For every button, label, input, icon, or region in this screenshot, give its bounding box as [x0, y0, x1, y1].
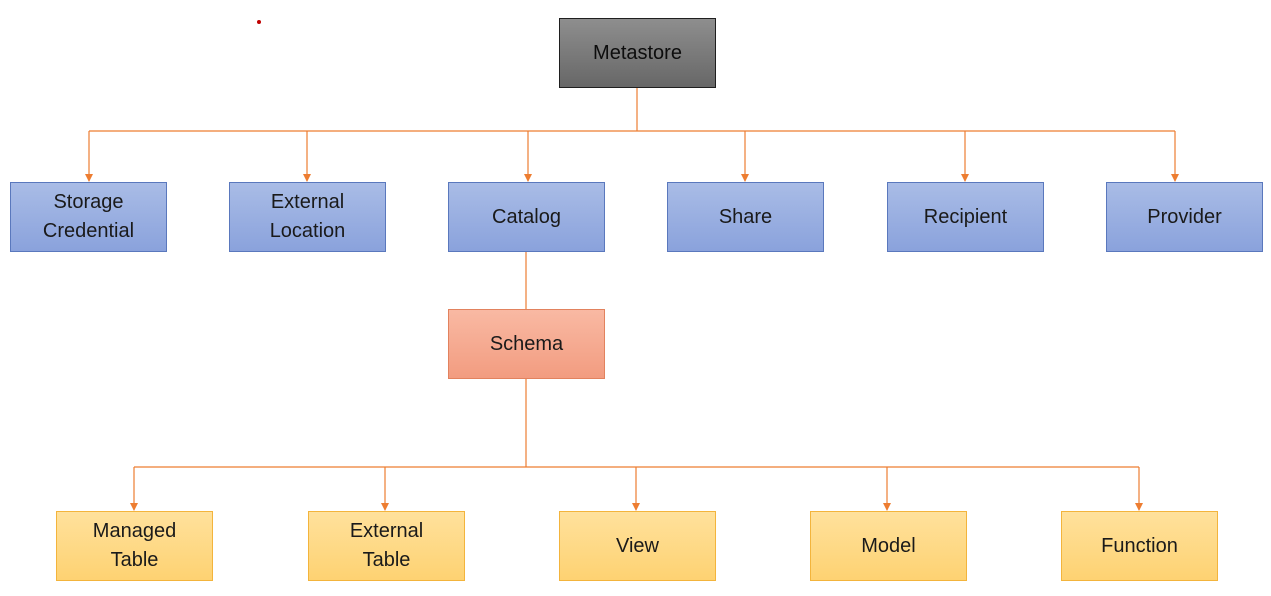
red-dot-mark — [257, 20, 261, 24]
node-managed-table: Managed Table — [56, 511, 213, 581]
node-metastore: Metastore — [559, 18, 716, 88]
node-share: Share — [667, 182, 824, 252]
node-storage-credential: Storage Credential — [10, 182, 167, 252]
node-recipient: Recipient — [887, 182, 1044, 252]
node-function: Function — [1061, 511, 1218, 581]
node-provider: Provider — [1106, 182, 1263, 252]
node-schema: Schema — [448, 309, 605, 379]
node-external-location: External Location — [229, 182, 386, 252]
node-model: Model — [810, 511, 967, 581]
node-external-table: External Table — [308, 511, 465, 581]
node-catalog: Catalog — [448, 182, 605, 252]
node-view: View — [559, 511, 716, 581]
